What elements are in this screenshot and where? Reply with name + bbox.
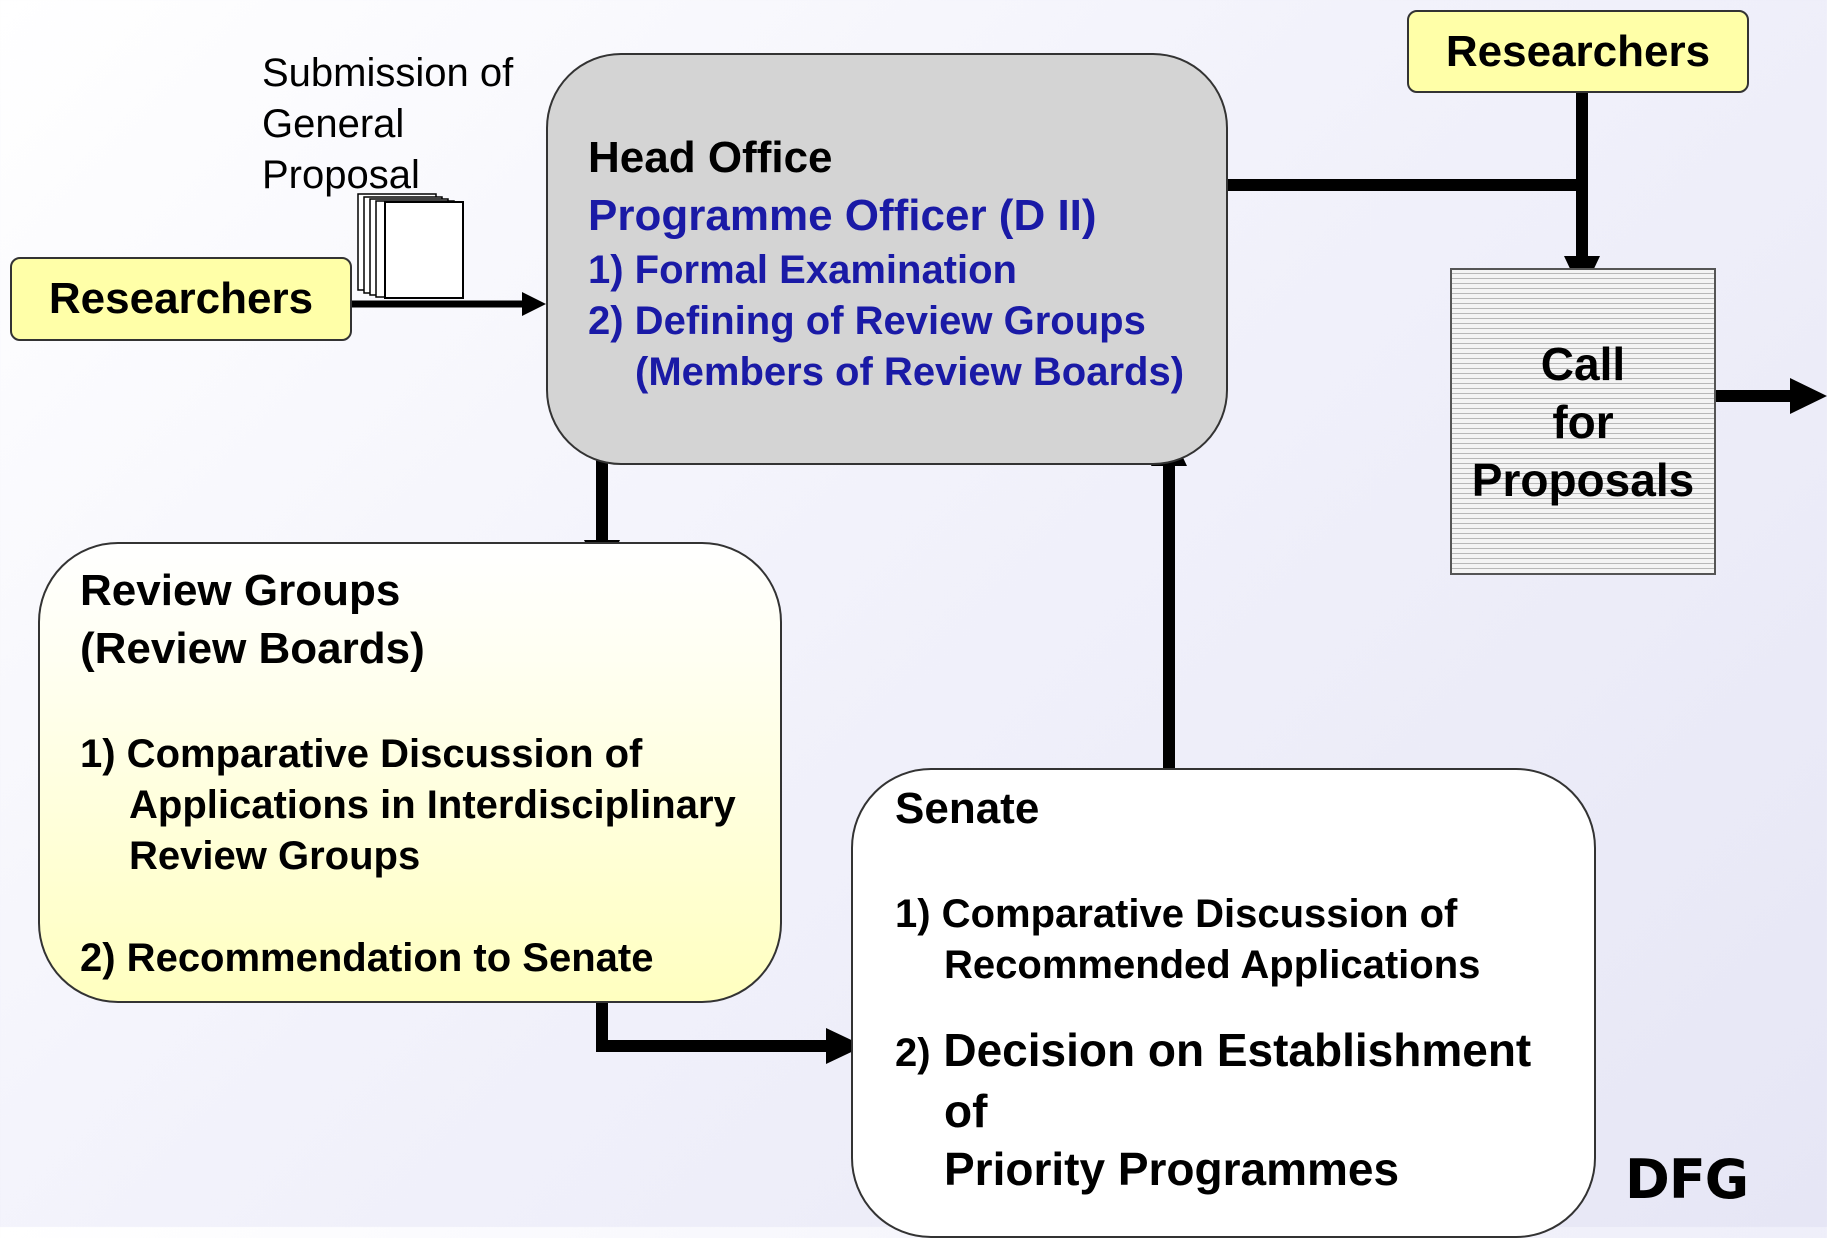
senate-item-1a: 1) Comparative Discussion of: [895, 892, 1458, 936]
senate-box: Senate 1) Comparative Discussion of Reco…: [851, 768, 1596, 1238]
arrow-researchers-to-head-office: [352, 292, 546, 316]
arrow-call-outgoing: [1707, 378, 1827, 414]
review-item-1b: Applications in Interdisciplinary: [129, 783, 736, 827]
senate-title: Senate: [895, 784, 1040, 833]
programme-officer: Programme Officer (D II): [588, 191, 1097, 240]
senate-item-1b: Recommended Applications: [944, 943, 1481, 987]
senate-item-2b: of: [944, 1085, 988, 1137]
review-groups-box: Review Groups (Review Boards) 1) Compara…: [38, 542, 782, 1003]
senate-item-2c: Priority Programmes: [944, 1143, 1400, 1195]
head-office-box: Head Office Programme Officer (D II) 1) …: [546, 53, 1228, 465]
researchers-left-text: Researchers: [48, 274, 314, 323]
review-item-1c: Review Groups: [129, 834, 421, 878]
arrow-researchers-to-call: [1564, 93, 1600, 294]
head-office-title: Head Office: [588, 133, 833, 182]
senate-item-2-number: 2): [895, 1031, 931, 1075]
researchers-label-right: Researchers: [1407, 10, 1749, 93]
document-stack-icon: [357, 193, 464, 299]
arrow-review-groups-to-senate: [596, 1003, 864, 1064]
head-office-item-1: 1) Formal Examination: [588, 248, 1017, 292]
dfg-logo: DFG: [1625, 1148, 1749, 1211]
head-office-item-2b: (Members of Review Boards): [635, 350, 1185, 394]
senate-item-2a: Decision on Establishment: [943, 1024, 1532, 1076]
review-groups-title: Review Groups: [80, 566, 401, 615]
review-boards-subtitle: (Review Boards): [80, 624, 425, 673]
review-item-2: 2) Recommendation to Senate: [80, 936, 654, 980]
call-for-proposals-text: Call for Proposals: [1471, 337, 1695, 506]
submission-label: Submission of General Proposal: [262, 51, 514, 197]
researchers-label-left: Researchers: [10, 257, 352, 341]
arrow-senate-to-head-office: [1151, 428, 1187, 785]
call-for-proposals-box: Call for Proposals: [1450, 268, 1716, 575]
researchers-right-text: Researchers: [1445, 26, 1711, 76]
review-item-1a: 1) Comparative Discussion of: [80, 732, 643, 776]
head-office-item-2: 2) Defining of Review Groups: [588, 299, 1146, 343]
